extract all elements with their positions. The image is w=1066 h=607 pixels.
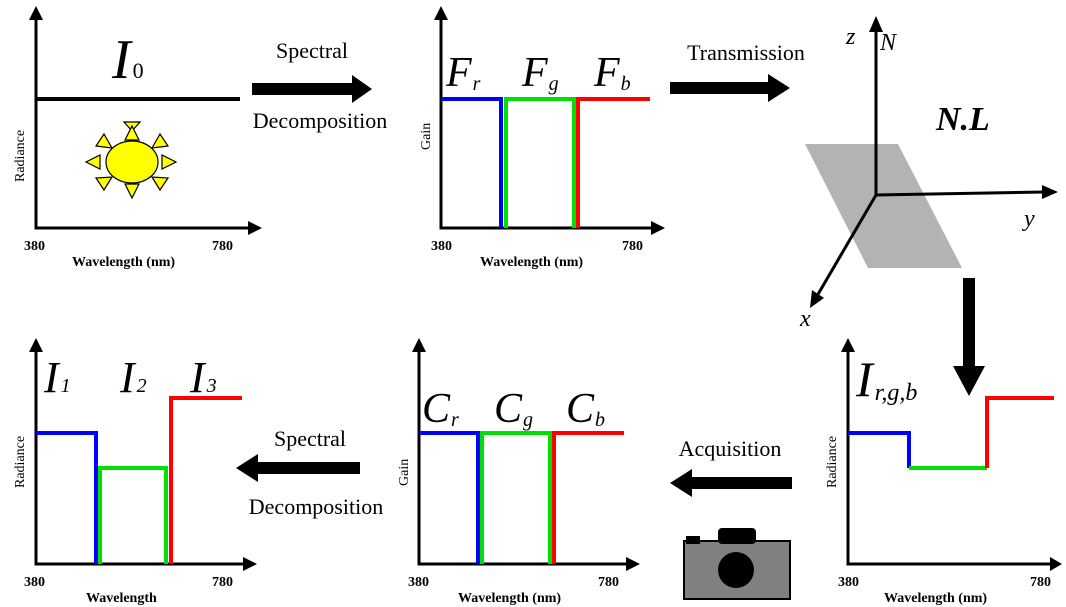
- surface-plane: [805, 144, 962, 268]
- panel2-label-g: Fg: [521, 50, 559, 96]
- panel5-blue-sensor-line: [552, 431, 624, 564]
- panel5-red-sensor-line: [419, 431, 480, 564]
- panel2-xmin: 380: [431, 239, 452, 254]
- panel5-xlabel: Wavelength (nm): [458, 591, 561, 606]
- arrow1-line2: Decomposition: [253, 108, 387, 133]
- panel1-x-arrowhead: [248, 221, 262, 235]
- label-x: x: [799, 306, 811, 332]
- panel-reflected-radiance: Ir,g,b Radiance 380 780 Wavelength (nm): [825, 338, 1062, 606]
- x-axis: [815, 194, 878, 297]
- panel4-title: Ir,g,b: [855, 351, 917, 407]
- y-arrowhead: [1042, 185, 1058, 199]
- panel6-x-arrowhead: [243, 557, 257, 571]
- panel2-y-arrowhead: [434, 6, 448, 20]
- panel6-red-line: [169, 396, 242, 564]
- panel1-axes: [34, 18, 250, 230]
- panel2-ylabel: Gain: [419, 123, 434, 150]
- panel1-xmin: 380: [24, 239, 45, 254]
- camera-icon: [683, 528, 791, 600]
- panel5-green-sensor-line: [480, 431, 552, 564]
- panel2-xlabel: Wavelength (nm): [480, 255, 583, 270]
- label-z: z: [845, 24, 856, 50]
- arrow4-label: Acquisition: [679, 436, 782, 461]
- panel4-xmax: 780: [1030, 575, 1051, 590]
- arrow1-shape: [252, 75, 372, 103]
- label-nl: N.L: [935, 101, 990, 138]
- arrow3-down: [953, 278, 985, 396]
- panel6-xmax: 780: [212, 575, 233, 590]
- panel-surface-normal: z N y x N.L: [799, 16, 1058, 332]
- panel4-red-segment: [985, 396, 1054, 468]
- label-n: N: [879, 30, 898, 56]
- panel4-x-arrowhead: [1050, 557, 1062, 571]
- panel-camera-response: Cr Cg Cb Gain 380 780 Wavelength (nm): [397, 338, 640, 606]
- arrow5-shape: [236, 454, 360, 482]
- panel4-y-arrowhead: [841, 338, 855, 352]
- panel1-xmax: 780: [212, 239, 233, 254]
- panel5-y-arrowhead: [412, 338, 426, 352]
- panel5-x-arrowhead: [626, 557, 640, 571]
- panel2-axes: [439, 18, 653, 230]
- label-y: y: [1022, 206, 1035, 232]
- panel6-blue-line: [36, 431, 98, 564]
- panel-light-source: I0 Radiance 380 780 Wavelength (nm): [13, 6, 262, 270]
- z-arrowhead: [869, 16, 883, 32]
- panel5-label-b: Cb: [566, 386, 605, 432]
- panel4-xmin: 380: [838, 575, 859, 590]
- panel2-filter-green-line: [504, 97, 576, 228]
- panel6-y-arrowhead: [29, 338, 43, 352]
- panel5-label-r: Cr: [422, 386, 459, 432]
- panel4-ylabel: Radiance: [825, 436, 840, 488]
- panel4-axes: [846, 350, 1052, 566]
- arrow-spectral-decomposition-1: Spectral Decomposition: [252, 38, 387, 133]
- panel5-label-g: Cg: [494, 386, 533, 432]
- arrow-acquisition: Acquisition: [670, 436, 792, 600]
- x-arrowhead: [810, 290, 824, 308]
- panel-filters: Fr Fg Fb Gain 380 780 Wavelength (nm): [419, 6, 665, 270]
- panel1-title: I0: [111, 29, 144, 91]
- panel6-xlabel: Wavelength: [86, 591, 157, 606]
- panel2-filter-red-line: [441, 97, 503, 228]
- arrow5-line2: Decomposition: [249, 494, 383, 519]
- panel6-green-line: [98, 466, 168, 564]
- panel4-xlabel: Wavelength (nm): [884, 591, 987, 606]
- panel2-filter-blue-line: [576, 97, 650, 228]
- panel1-ylabel: Radiance: [13, 130, 28, 182]
- arrow2-shape: [670, 74, 790, 102]
- arrow1-line1: Spectral: [276, 38, 348, 63]
- arrow-transmission: Transmission: [670, 40, 805, 102]
- panel2-xmax: 780: [622, 239, 643, 254]
- y-axis: [875, 190, 1045, 197]
- panel1-xlabel: Wavelength (nm): [72, 255, 175, 270]
- panel6-xmin: 380: [24, 575, 45, 590]
- panel4-blue-segment: [848, 431, 911, 468]
- arrow2-label: Transmission: [687, 40, 805, 65]
- panel5-xmin: 380: [408, 575, 429, 590]
- panel2-label-r: Fr: [445, 50, 481, 96]
- panel1-y-arrowhead: [29, 6, 43, 20]
- sun-icon: [84, 121, 178, 200]
- panel5-ylabel: Gain: [397, 459, 412, 486]
- panel2-x-arrowhead: [651, 221, 665, 235]
- arrow4-shape: [670, 469, 792, 497]
- panel6-axes: [34, 350, 245, 566]
- arrow5-line1: Spectral: [274, 426, 346, 451]
- arrow-spectral-decomposition-2: Spectral Decomposition: [236, 426, 383, 519]
- panel5-xmax: 780: [598, 575, 619, 590]
- panel5-axes: [417, 350, 628, 566]
- panel2-label-b: Fb: [593, 50, 631, 96]
- panel6-ylabel: Radiance: [13, 436, 28, 488]
